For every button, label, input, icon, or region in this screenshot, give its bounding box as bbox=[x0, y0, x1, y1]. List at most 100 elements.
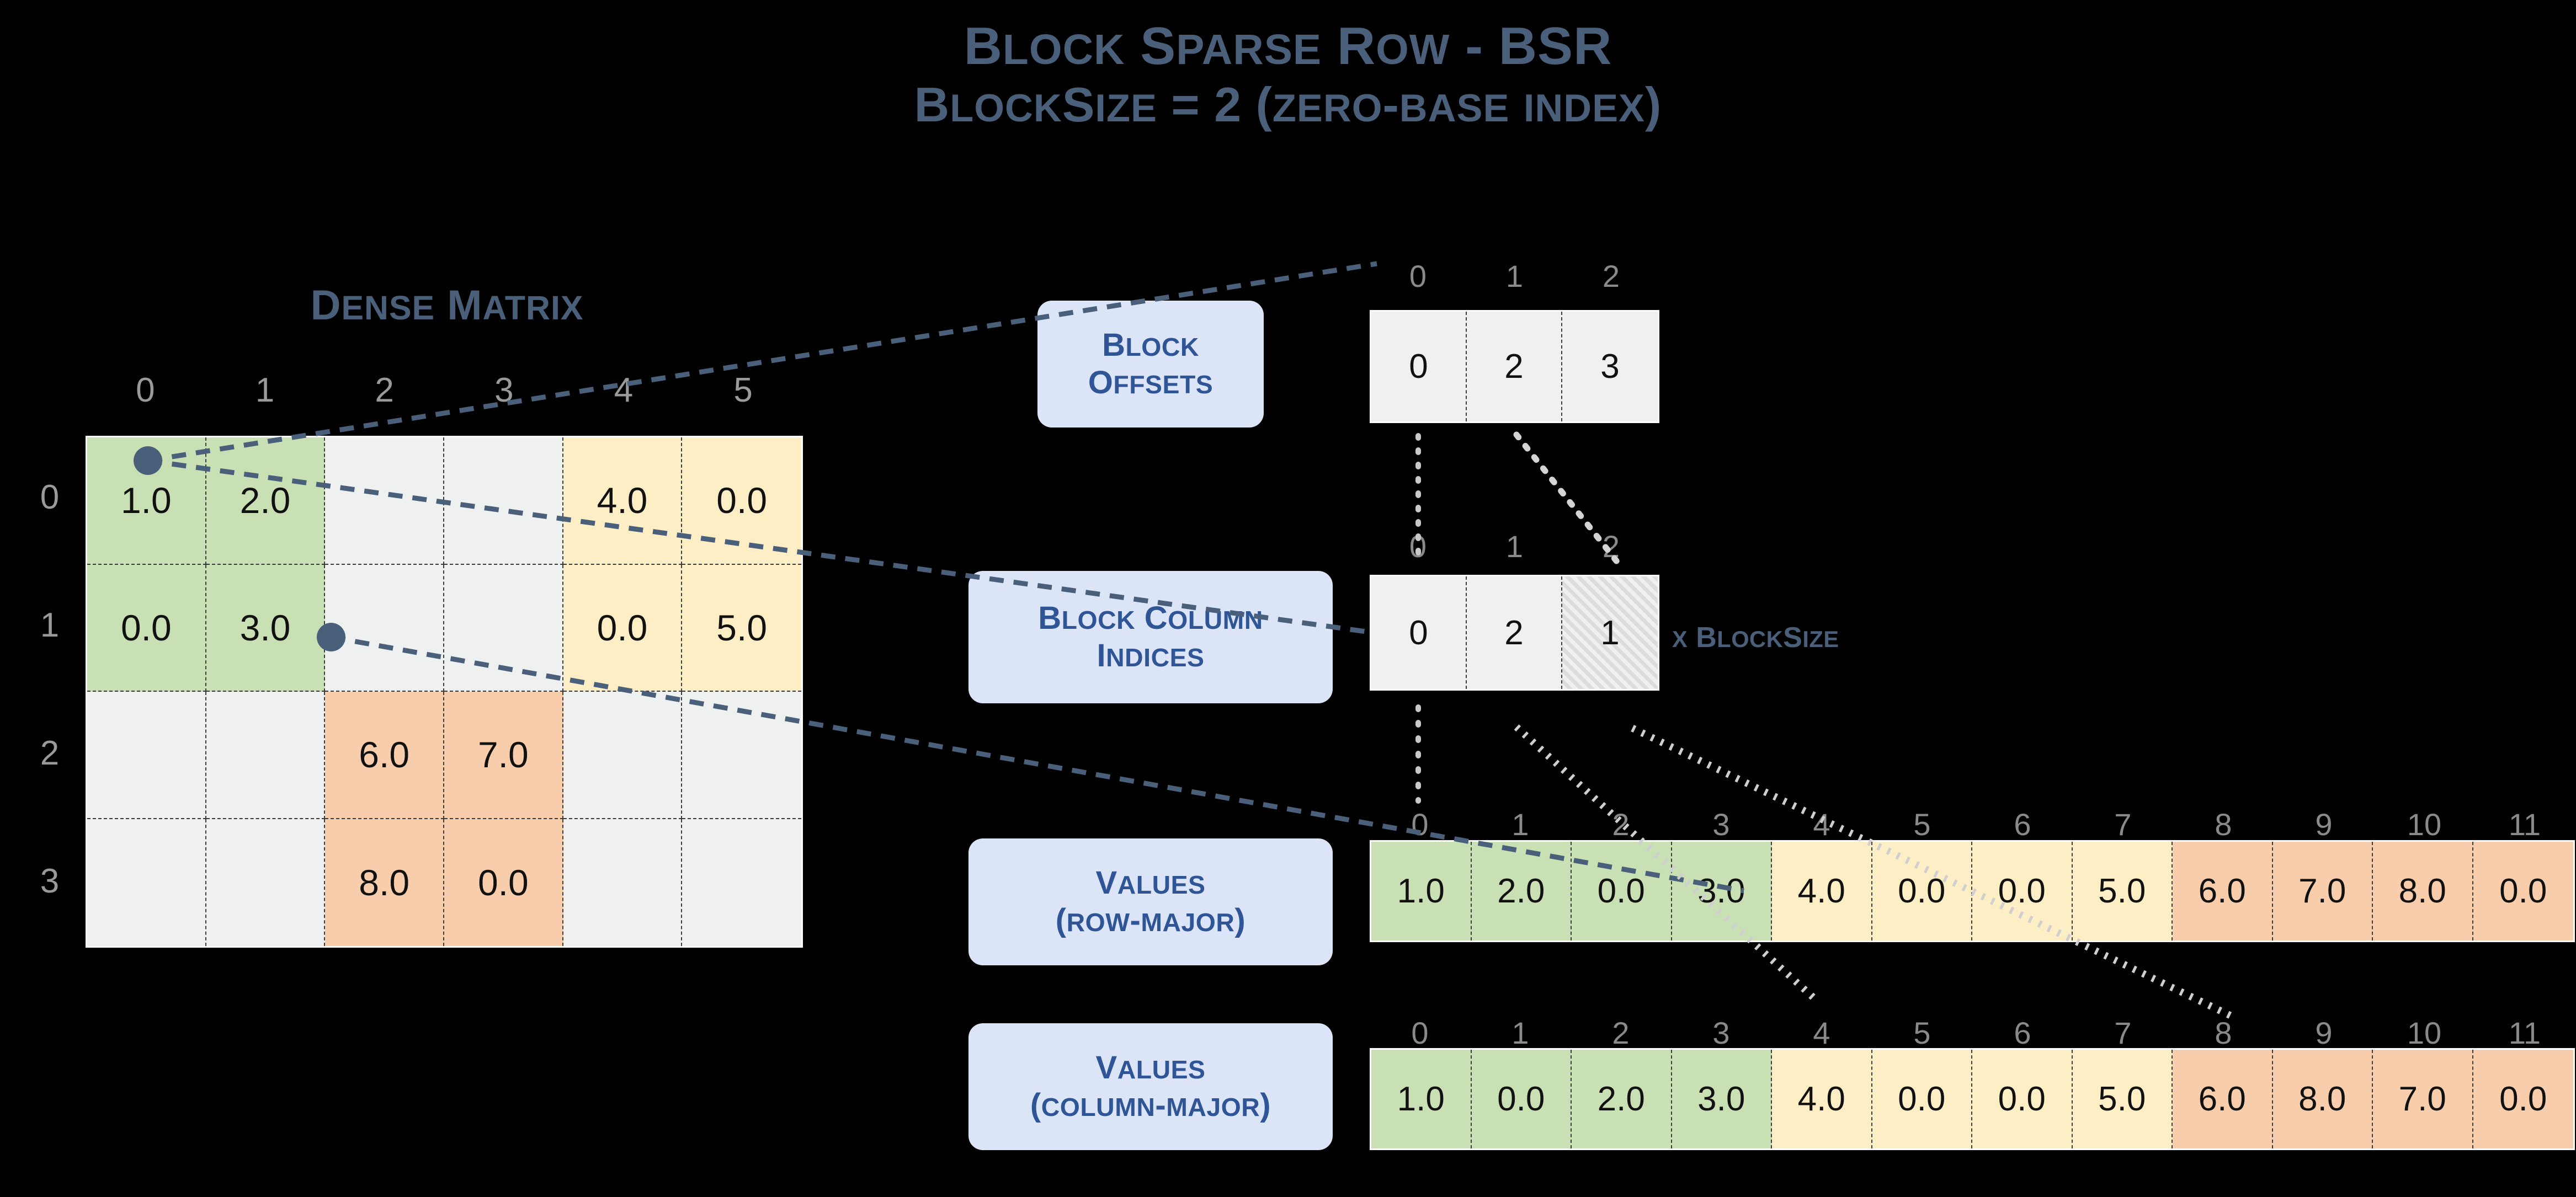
block-column-indices-label: BLOCK COLUMN INDICES bbox=[968, 571, 1333, 703]
values-row-major-index-7: 7 bbox=[2114, 807, 2132, 842]
values-row-major-cell-11: 0.0 bbox=[2473, 842, 2573, 940]
values-column-major-cell-2: 2.0 bbox=[1572, 1050, 1672, 1148]
matrix-cell-r2-c0 bbox=[87, 692, 206, 819]
block-column-indices-index-0: 0 bbox=[1409, 529, 1427, 564]
matrix-cell-r2-c5 bbox=[682, 692, 801, 819]
blocksize-multiplier-note: X BLOCKSIZE bbox=[1672, 622, 1839, 654]
matrix-cell-r0-c5: 0.0 bbox=[682, 437, 801, 565]
matrix-cell-r2-c1 bbox=[206, 692, 326, 819]
values-row-major-index-6: 6 bbox=[2014, 807, 2031, 842]
matrix-cell-r3-c3: 0.0 bbox=[444, 819, 563, 946]
values-row-major-cell-4: 4.0 bbox=[1772, 842, 1872, 940]
values-row-major-index-10: 10 bbox=[2407, 807, 2442, 842]
matrix-cell-r2-c3: 7.0 bbox=[444, 692, 563, 819]
values-row-major-cell-1: 2.0 bbox=[1471, 842, 1572, 940]
page-title: BLOCK SPARSE ROW - BSR BLOCKSIZE = 2 (ZE… bbox=[0, 17, 2576, 133]
matrix-cell-r3-c4 bbox=[563, 819, 683, 946]
values-column-major-index-0: 0 bbox=[1411, 1016, 1429, 1050]
matrix-row-label-1: 1 bbox=[40, 606, 60, 644]
matrix-cell-r0-c2 bbox=[325, 437, 444, 565]
values-column-major-cell-3: 3.0 bbox=[1672, 1050, 1772, 1148]
matrix-cell-r3-c1 bbox=[206, 819, 326, 946]
values-column-major-cell-10: 7.0 bbox=[2373, 1050, 2473, 1148]
matrix-cell-r1-c4: 0.0 bbox=[563, 564, 683, 692]
matrix-col-label-0: 0 bbox=[136, 371, 155, 409]
values-column-major-index-11: 11 bbox=[2508, 1016, 2541, 1050]
matrix-cell-r3-c5 bbox=[682, 819, 801, 946]
matrix-col-label-5: 5 bbox=[733, 371, 753, 409]
matrix-cell-r3-c2: 8.0 bbox=[325, 819, 444, 946]
matrix-cell-r0-c4: 4.0 bbox=[563, 437, 683, 565]
values-row-major-cell-2: 0.0 bbox=[1572, 842, 1672, 940]
values-row-major-cell-7: 5.0 bbox=[2072, 842, 2173, 940]
values-row-major-index-11: 11 bbox=[2508, 807, 2541, 842]
values-column-major-label-line2: (COLUMN-MAJOR) bbox=[1030, 1087, 1271, 1123]
values-column-major-cell-1: 0.0 bbox=[1471, 1050, 1572, 1148]
values-column-major-cell-5: 0.0 bbox=[1872, 1050, 1972, 1148]
values-row-major-cell-0: 1.0 bbox=[1371, 842, 1472, 940]
values-row-major-index-8: 8 bbox=[2215, 807, 2232, 842]
values-column-major-index-6: 6 bbox=[2014, 1016, 2031, 1050]
values-row-major-index-2: 2 bbox=[1612, 807, 1630, 842]
block-offsets-cell-2: 3 bbox=[1562, 312, 1658, 421]
matrix-col-label-4: 4 bbox=[614, 371, 634, 409]
values-row-major-cell-8: 6.0 bbox=[2173, 842, 2273, 940]
block-column-indices-label-line2: INDICES bbox=[1097, 638, 1205, 674]
values-row-major-cell-6: 0.0 bbox=[1972, 842, 2073, 940]
values-column-major-index-5: 5 bbox=[1913, 1016, 1931, 1050]
values-column-major-cell-7: 5.0 bbox=[2072, 1050, 2173, 1148]
values-row-major-index-9: 9 bbox=[2315, 807, 2333, 842]
dense-matrix-title: DENSE MATRIX bbox=[310, 282, 584, 329]
title-line-1: BLOCK SPARSE ROW - BSR bbox=[964, 17, 1612, 76]
values-row-major-label-line1: VALUES bbox=[1095, 864, 1206, 901]
values-row-major-index-0: 0 bbox=[1411, 807, 1429, 842]
values-column-major-index-4: 4 bbox=[1813, 1016, 1830, 1050]
values-row-major-cell-3: 3.0 bbox=[1672, 842, 1772, 940]
values-column-major-cell-6: 0.0 bbox=[1972, 1050, 2073, 1148]
block-offsets-index-1: 1 bbox=[1505, 259, 1524, 293]
values-column-major-index-1: 1 bbox=[1511, 1016, 1529, 1050]
values-column-major-index-2: 2 bbox=[1612, 1016, 1630, 1050]
matrix-cell-r1-c1: 3.0 bbox=[206, 564, 326, 692]
values-row-major-index-5: 5 bbox=[1913, 807, 1931, 842]
matrix-cell-r3-c0 bbox=[87, 819, 206, 946]
matrix-cell-r0-c3 bbox=[444, 437, 563, 565]
block-offsets-label-line1: BLOCK bbox=[1102, 327, 1199, 363]
block-column-indices-cell-1: 2 bbox=[1467, 576, 1562, 689]
matrix-cell-r1-c3 bbox=[444, 564, 563, 692]
title-line-2: BLOCKSIZE = 2 (ZERO-BASE INDEX) bbox=[914, 77, 1662, 132]
matrix-cell-r2-c4 bbox=[563, 692, 683, 819]
values-row-major-cell-5: 0.0 bbox=[1872, 842, 1972, 940]
matrix-cell-r2-c2: 6.0 bbox=[325, 692, 444, 819]
values-row-major-index-1: 1 bbox=[1511, 807, 1529, 842]
values-column-major-label: VALUES (COLUMN-MAJOR) bbox=[968, 1023, 1333, 1150]
block-column-indices-index-2: 2 bbox=[1602, 529, 1620, 564]
values-column-major-cell-0: 1.0 bbox=[1371, 1050, 1472, 1148]
values-column-major-cell-4: 4.0 bbox=[1772, 1050, 1872, 1148]
block-column-indices-cell-2: 1 bbox=[1562, 576, 1658, 689]
values-column-major-cell-11: 0.0 bbox=[2473, 1050, 2573, 1148]
values-column-major-cell-8: 6.0 bbox=[2173, 1050, 2273, 1148]
matrix-cell-r0-c0: 1.0 bbox=[87, 437, 206, 565]
values-column-major-label-line1: VALUES bbox=[1095, 1049, 1206, 1086]
values-row-major-cell-9: 7.0 bbox=[2272, 842, 2373, 940]
matrix-col-label-3: 3 bbox=[494, 371, 514, 409]
matrix-row-label-2: 2 bbox=[40, 734, 60, 772]
matrix-cell-r1-c5: 5.0 bbox=[682, 564, 801, 692]
matrix-cell-r1-c2 bbox=[325, 564, 444, 692]
matrix-cell-r1-c0: 0.0 bbox=[87, 564, 206, 692]
values-column-major-cell-9: 8.0 bbox=[2272, 1050, 2373, 1148]
values-row-major-label: VALUES (ROW-MAJOR) bbox=[968, 838, 1333, 965]
block-column-indices-cell-0: 0 bbox=[1371, 576, 1467, 689]
matrix-col-label-2: 2 bbox=[375, 371, 394, 409]
block-column-indices-index-1: 1 bbox=[1505, 529, 1524, 564]
values-column-major-index-3: 3 bbox=[1712, 1016, 1730, 1050]
block-offsets-index-0: 0 bbox=[1409, 259, 1427, 293]
matrix-col-label-1: 1 bbox=[255, 371, 275, 409]
values-column-major-index-8: 8 bbox=[2215, 1016, 2232, 1050]
block-offsets-label-line2: OFFSETS bbox=[1088, 365, 1214, 400]
